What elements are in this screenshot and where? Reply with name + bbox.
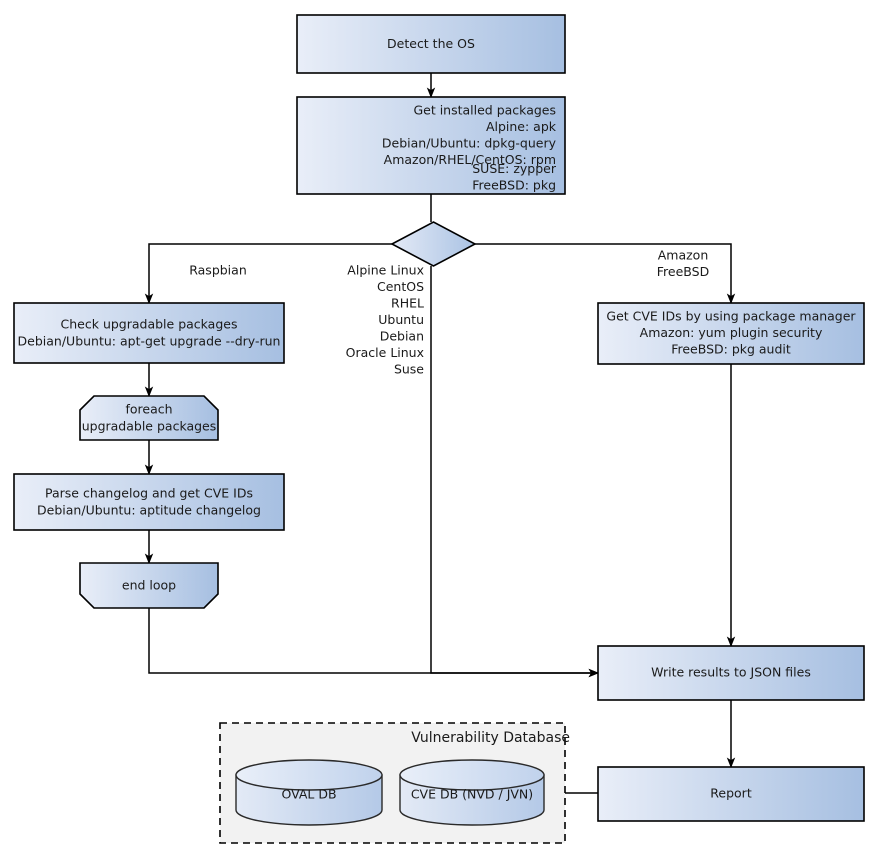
edge-label-raspbian: Raspbian	[189, 263, 247, 278]
get-cve-ids-line-1: Amazon: yum plugin security	[640, 325, 823, 340]
get-cve-ids-box	[597, 302, 865, 365]
node-report[interactable]: Report	[597, 766, 865, 822]
check-upgradable-line-0: Check upgradable packages	[61, 317, 238, 332]
get-cve-ids-line-2: FreeBSD: pkg audit	[671, 342, 791, 357]
edge-label-amazon-freebsd: Amazon FreeBSD	[657, 248, 709, 280]
node-get-installed-packages[interactable]: Get installed packages Alpine: apk Debia…	[296, 96, 566, 195]
detect-os-box	[296, 14, 566, 74]
get-cve-ids-line-0: Get CVE IDs by using package manager	[606, 309, 856, 324]
db-cylinder-cve[interactable]: CVE DB (NVD / JVN)	[399, 759, 545, 826]
detect-os-label: Detect the OS	[387, 36, 475, 51]
cve-db-top	[399, 759, 545, 791]
raspbian-label: Raspbian	[189, 263, 247, 278]
foreach-line-0: foreach	[125, 402, 172, 417]
middle-distro-label-3: Ubuntu	[378, 312, 424, 327]
parse-changelog-line-1: Debian/Ubuntu: aptitude changelog	[37, 503, 261, 518]
write-results-label: Write results to JSON files	[651, 665, 811, 680]
foreach-loop-shape	[79, 395, 219, 441]
node-end-loop[interactable]: end loop	[79, 562, 219, 609]
cve-db-label: CVE DB (NVD / JVN)	[411, 787, 533, 802]
node-foreach-loop[interactable]: foreach upgradable packages	[79, 395, 219, 441]
middle-distro-label-1: CentOS	[377, 279, 424, 294]
connector-decision-to-get-cve-ids	[475, 243, 736, 305]
connector-endloop-to-write-results	[148, 608, 600, 678]
foreach-line-1: upgradable packages	[82, 419, 217, 434]
end-loop-label: end loop	[122, 578, 176, 593]
node-check-upgradable[interactable]: Check upgradable packages Debian/Ubuntu:…	[13, 302, 285, 364]
connector-decision-to-check-upgradable	[144, 243, 392, 305]
middle-distro-label-0: Alpine Linux	[347, 263, 424, 278]
middle-distro-label-4: Debian	[380, 329, 424, 344]
amazon-label: Amazon	[658, 248, 709, 263]
oval-db-top	[235, 759, 383, 791]
get-installed-packages-line-4: SUSE: zypper	[472, 161, 557, 176]
decision-diamond	[390, 221, 477, 267]
get-installed-packages-line-2: Debian/Ubuntu: dpkg-query	[382, 136, 557, 151]
middle-distro-label-2: RHEL	[391, 296, 424, 311]
get-installed-packages-box	[296, 96, 566, 195]
node-get-cve-ids[interactable]: Get CVE IDs by using package manager Ama…	[597, 302, 865, 365]
get-installed-packages-line-0: Get installed packages	[413, 103, 556, 118]
check-upgradable-box	[13, 302, 285, 364]
connectors	[144, 73, 736, 794]
parse-changelog-box	[13, 473, 285, 531]
check-upgradable-line-1: Debian/Ubuntu: apt-get upgrade --dry-run	[18, 334, 281, 349]
vulnerability-database-title: Vulnerability Database	[411, 730, 570, 746]
get-installed-packages-line-3: Amazon/RHEL/CentOS: rpm	[384, 152, 556, 167]
node-write-results[interactable]: Write results to JSON files	[597, 645, 865, 701]
db-cylinder-oval[interactable]: OVAL DB	[235, 759, 383, 826]
node-os-decision[interactable]	[390, 221, 477, 267]
write-results-box	[597, 645, 865, 701]
edge-label-middle-distros: Alpine Linux CentOS RHEL Ubuntu Debian O…	[346, 263, 425, 377]
middle-distro-label-6: Suse	[394, 362, 424, 377]
end-loop-shape	[79, 562, 219, 609]
group-vulnerability-database: Vulnerability Database OVAL DB CVE DB (N…	[219, 722, 570, 844]
parse-changelog-line-0: Parse changelog and get CVE IDs	[45, 486, 253, 501]
freebsd-label: FreeBSD	[657, 264, 709, 279]
get-installed-packages-line-5: FreeBSD: pkg	[472, 178, 556, 193]
report-box	[597, 766, 865, 822]
node-detect-os[interactable]: Detect the OS	[296, 14, 566, 74]
middle-distro-label-5: Oracle Linux	[346, 345, 424, 360]
connector-decision-to-write-results	[430, 266, 600, 678]
oval-db-label: OVAL DB	[281, 787, 336, 802]
get-installed-packages-line-1: Alpine: apk	[486, 119, 557, 134]
node-parse-changelog[interactable]: Parse changelog and get CVE IDs Debian/U…	[13, 473, 285, 531]
report-label: Report	[710, 786, 752, 801]
